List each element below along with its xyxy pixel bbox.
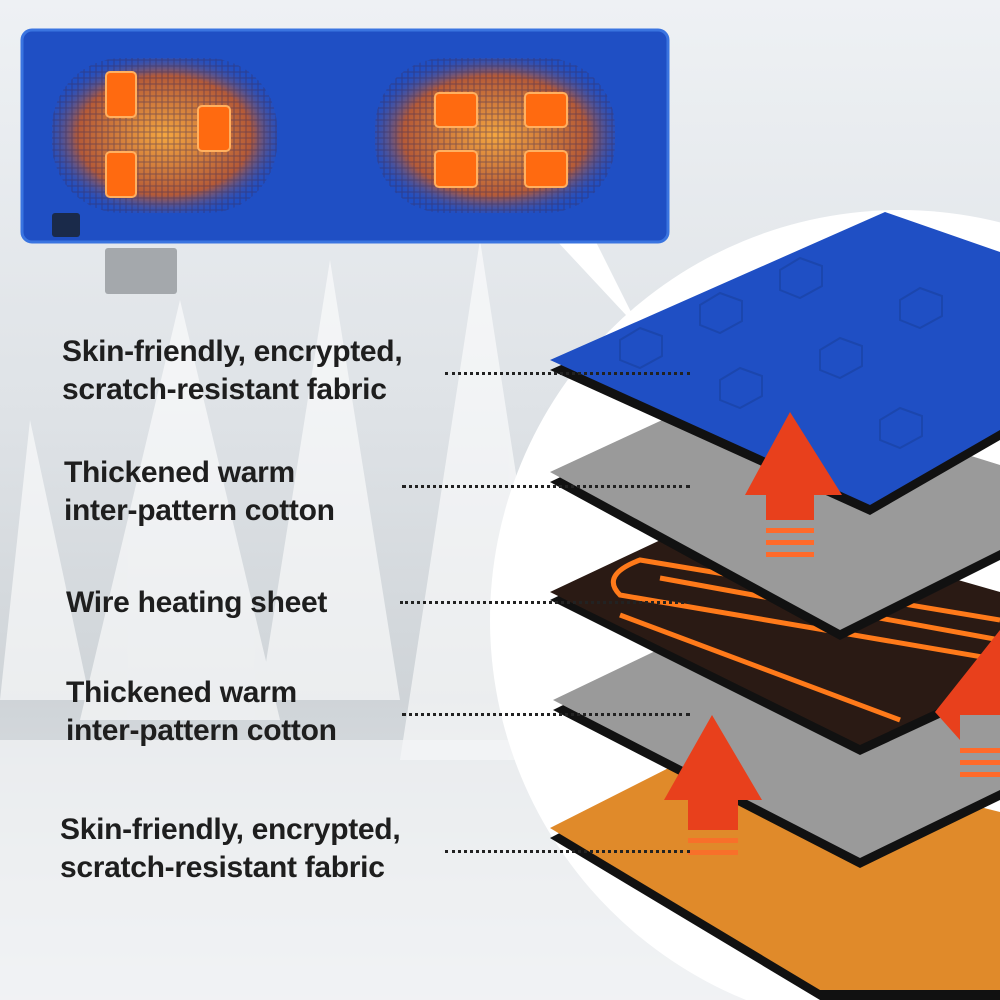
label-line: Skin-friendly, encrypted,	[62, 335, 403, 368]
label-upper-cotton: Thickened warm inter-pattern cotton	[64, 454, 335, 530]
label-line: Thickened warm	[66, 676, 297, 709]
heat-arrows	[664, 412, 1000, 855]
heat-up-arrow-icon	[745, 412, 842, 520]
leader-line	[445, 850, 690, 853]
power-button	[52, 213, 80, 237]
label-line: Wire heating sheet	[66, 586, 328, 619]
label-heating-sheet: Wire heating sheet	[66, 584, 327, 622]
label-line: inter-pattern cotton	[66, 714, 337, 747]
label-top-fabric: Skin-friendly, encrypted, scratch-resist…	[62, 333, 403, 409]
leader-line	[402, 485, 690, 488]
battery-pouch	[105, 248, 177, 294]
label-line: Thickened warm	[64, 456, 295, 489]
label-line: scratch-resistant fabric	[62, 373, 387, 406]
label-line: Skin-friendly, encrypted,	[60, 813, 401, 846]
label-line: inter-pattern cotton	[64, 494, 335, 527]
heat-up-arrow-icon	[935, 630, 1000, 740]
label-line: scratch-resistant fabric	[60, 851, 385, 884]
label-lower-cotton: Thickened warm inter-pattern cotton	[66, 674, 337, 750]
heat-up-arrow-icon	[664, 715, 762, 830]
leader-line	[402, 713, 690, 716]
heated-mat	[20, 28, 670, 294]
leader-line	[445, 372, 690, 375]
label-bottom-fabric: Skin-friendly, encrypted, scratch-resist…	[60, 811, 401, 887]
layer-top-fabric	[550, 212, 1000, 505]
layer-stack	[550, 212, 1000, 1000]
leader-line	[400, 601, 690, 604]
